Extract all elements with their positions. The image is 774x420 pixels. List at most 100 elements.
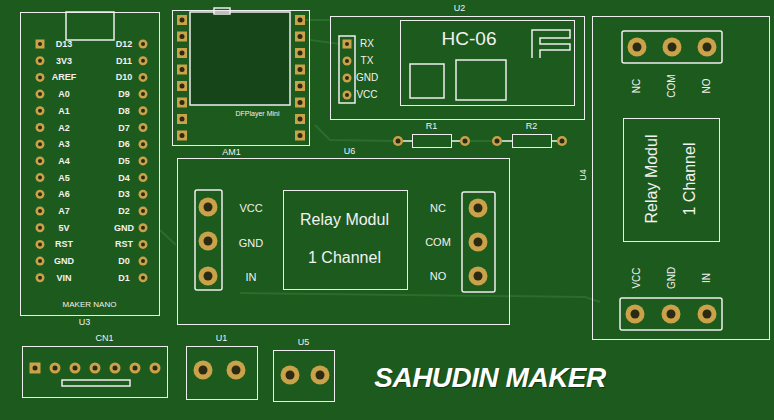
pad-copper <box>36 56 45 65</box>
pin-name: TX <box>361 55 374 67</box>
pad-copper <box>150 363 161 374</box>
pin-name: D3 <box>118 189 130 199</box>
pin-name: AREF <box>52 72 77 82</box>
pad-copper <box>628 38 647 57</box>
component-label: Relay Modul 1 Channel <box>295 201 395 277</box>
pad-copper <box>139 190 148 199</box>
pad-hole <box>474 204 483 213</box>
pin-name: D0 <box>118 256 130 266</box>
relay-title-box: Relay Modul 1 Channel <box>623 118 720 242</box>
pad-copper <box>36 190 45 199</box>
pad-hole <box>38 42 42 46</box>
pad-copper <box>177 48 187 58</box>
pin-name: RST <box>115 239 133 249</box>
solder-pad <box>36 56 45 65</box>
pad-copper <box>50 363 61 374</box>
solder-pad <box>177 81 187 91</box>
pin-name: NO <box>701 79 713 94</box>
pin-name: COM <box>425 236 451 249</box>
pad-hole <box>345 76 349 80</box>
pad-copper <box>139 123 148 132</box>
pad-hole <box>133 366 138 371</box>
solder-pad <box>698 305 717 324</box>
pad-copper <box>110 363 121 374</box>
pad-hole <box>38 226 42 230</box>
pad-copper <box>295 98 305 108</box>
solder-pad <box>295 81 305 91</box>
pad-copper <box>30 363 41 374</box>
pad-hole <box>38 276 42 280</box>
pin-name: NC <box>430 202 446 215</box>
pad-copper <box>90 363 101 374</box>
pad-hole <box>93 366 98 371</box>
solder-pad <box>227 361 246 380</box>
chip-outline <box>456 60 506 100</box>
pad-copper <box>177 32 187 42</box>
pin-name: D6 <box>118 139 130 149</box>
pad-copper <box>343 57 352 66</box>
solder-pad <box>295 15 305 25</box>
solder-pad <box>199 198 218 217</box>
pad-copper <box>36 73 45 82</box>
pad-hole <box>298 67 303 72</box>
solder-pad <box>139 257 148 266</box>
solder-pad <box>36 90 45 99</box>
component-label: U1 <box>216 332 228 342</box>
pad-hole <box>396 139 401 144</box>
solder-pad <box>36 273 45 282</box>
pad-copper <box>295 131 305 141</box>
solder-pad <box>36 240 45 249</box>
pin-name: IN <box>246 271 257 284</box>
pad-hole <box>141 209 145 213</box>
pin-name: IN <box>701 273 713 283</box>
pad-copper <box>177 65 187 75</box>
solder-pad <box>662 305 681 324</box>
pad-hole <box>141 242 145 246</box>
solder-pad <box>557 136 567 146</box>
pad-hole <box>298 51 303 56</box>
solder-pad <box>139 140 148 149</box>
pin-name: 5V <box>58 223 69 233</box>
solder-pad <box>626 305 645 324</box>
pin-header-outline <box>339 36 355 103</box>
component-label: MAKER NANO <box>63 300 117 309</box>
pad-copper <box>469 233 488 252</box>
solder-pad <box>295 98 305 108</box>
pad-copper <box>36 156 45 165</box>
pad-hole <box>474 272 483 281</box>
pad-hole <box>298 133 303 138</box>
solder-pad <box>36 106 45 115</box>
solder-pad <box>139 207 148 216</box>
pad-copper <box>492 136 502 146</box>
solder-pad <box>90 363 101 374</box>
pad-copper <box>36 140 45 149</box>
pad-hole <box>180 51 185 56</box>
pad-hole <box>204 237 213 246</box>
pad-hole <box>298 100 303 105</box>
pin-name: GND <box>356 72 378 84</box>
pad-hole <box>180 133 185 138</box>
pad-copper <box>295 81 305 91</box>
pad-copper <box>139 207 148 216</box>
pad-hole <box>141 92 145 96</box>
solder-pad <box>150 363 161 374</box>
antenna-symbol <box>532 30 570 58</box>
component-label: CN1 <box>95 332 113 342</box>
pad-hole <box>141 109 145 113</box>
solder-pad <box>199 232 218 251</box>
pad-copper <box>139 173 148 182</box>
solder-pad <box>177 114 187 124</box>
pad-hole <box>38 142 42 146</box>
solder-pad <box>281 366 300 385</box>
solder-pad <box>139 90 148 99</box>
pad-copper <box>663 38 682 57</box>
pad-hole <box>38 59 42 63</box>
pin-name: D5 <box>118 156 130 166</box>
pad-hole <box>560 139 565 144</box>
pad-hole <box>141 142 145 146</box>
pad-copper <box>698 305 717 324</box>
pad-hole <box>345 59 349 63</box>
solder-pad <box>139 223 148 232</box>
